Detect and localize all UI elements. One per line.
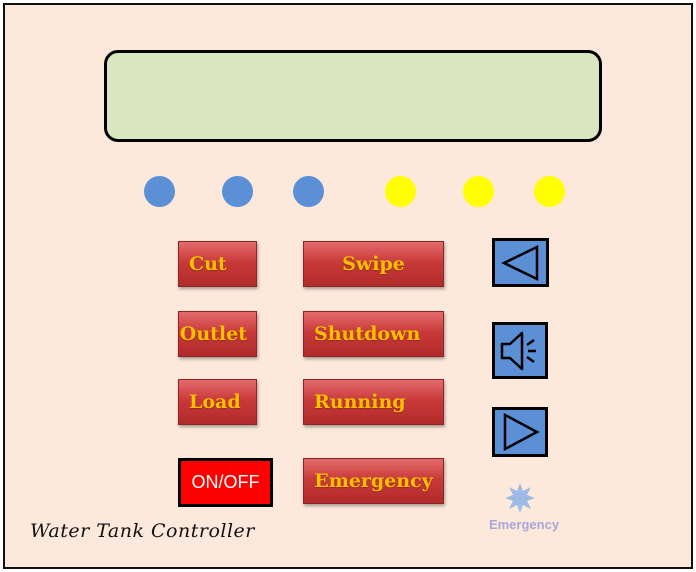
indicator-led-2 xyxy=(222,176,253,207)
indicator-led-4 xyxy=(385,176,416,207)
swipe-button-label: Swipe xyxy=(342,253,405,275)
outlet-button-label: Outlet xyxy=(179,323,247,345)
outlet-button[interactable]: Outlet xyxy=(178,311,257,357)
cut-button-label: Cut xyxy=(189,253,227,275)
on-off-button[interactable]: ON/OFF xyxy=(178,458,273,507)
swipe-button[interactable]: Swipe xyxy=(303,241,444,287)
shutdown-button[interactable]: Shutdown xyxy=(303,311,444,357)
star-burst-icon xyxy=(505,483,535,513)
previous-button[interactable] xyxy=(492,238,549,287)
shutdown-button-label: Shutdown xyxy=(314,323,421,345)
emergency-button-label: Emergency xyxy=(314,470,433,492)
cut-button[interactable]: Cut xyxy=(178,241,257,287)
indicator-led-1 xyxy=(144,176,175,207)
load-button[interactable]: Load xyxy=(178,379,257,425)
on-off-button-label: ON/OFF xyxy=(191,472,260,492)
indicator-led-6 xyxy=(534,176,565,207)
sound-button[interactable] xyxy=(492,322,548,379)
brand-title: Water Tank Controller xyxy=(30,520,255,542)
emergency-button[interactable]: Emergency xyxy=(303,458,444,504)
speaker-icon xyxy=(500,331,536,370)
indicator-led-3 xyxy=(293,176,324,207)
triangle-right-icon xyxy=(503,412,540,452)
triangle-left-icon xyxy=(500,244,538,281)
running-button-label: Running xyxy=(314,391,406,413)
running-button[interactable]: Running xyxy=(303,379,444,425)
next-button[interactable] xyxy=(492,407,548,457)
emergency-indicator-label: Emergency xyxy=(488,517,560,532)
lcd-display xyxy=(104,50,602,142)
indicator-led-5 xyxy=(463,176,494,207)
emergency-indicator: Emergency xyxy=(484,482,564,542)
load-button-label: Load xyxy=(189,391,241,413)
